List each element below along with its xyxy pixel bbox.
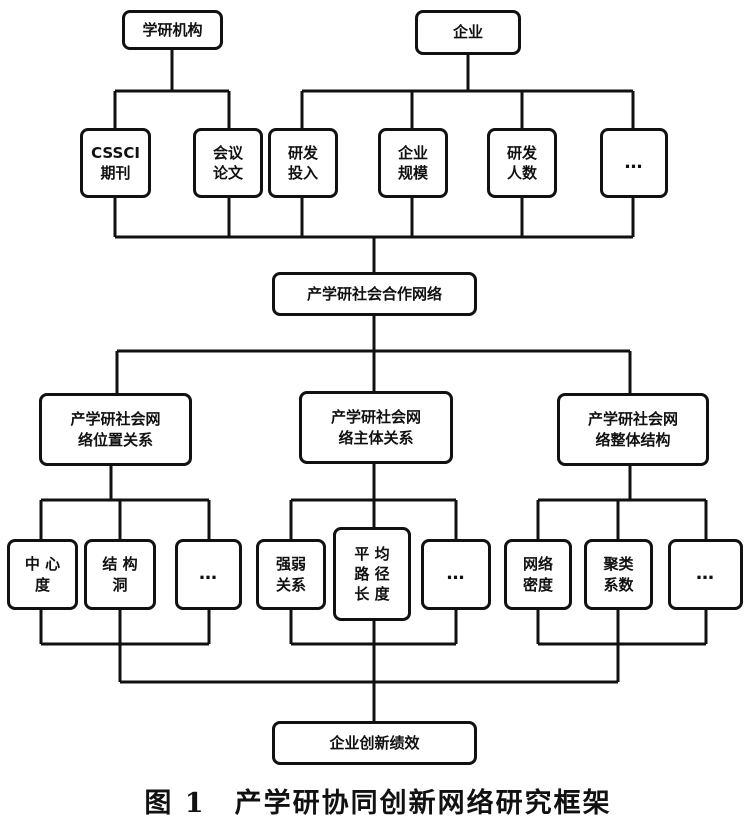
node-average-path-length: 平 均 路 径 长 度 bbox=[333, 527, 411, 621]
node-network-density: 网络 密度 bbox=[504, 539, 572, 610]
node-enterprise-scale: 企业 规模 bbox=[378, 128, 448, 198]
figure-caption: 图 1 产学研协同创新网络研究框架 bbox=[144, 788, 612, 819]
node-network-subject: 产学研社会网 络主体关系 bbox=[299, 391, 453, 464]
node-network-overall-structure: 产学研社会网 络整体结构 bbox=[557, 393, 709, 466]
node-cssci-journals: CSSCI 期刊 bbox=[80, 128, 151, 198]
node-rd-staff: 研发 人数 bbox=[487, 128, 557, 198]
node-more-position: … bbox=[175, 539, 242, 610]
node-structural-hole: 结 构 洞 bbox=[84, 539, 156, 610]
node-tie-strength: 强弱 关系 bbox=[256, 539, 326, 610]
node-enterprise: 企业 bbox=[415, 10, 521, 55]
node-conference-papers: 会议 论文 bbox=[193, 128, 263, 198]
node-innovation-performance: 企业创新绩效 bbox=[272, 721, 477, 765]
node-more-structure: … bbox=[668, 539, 743, 610]
node-more-top: … bbox=[600, 128, 668, 198]
node-centrality: 中 心 度 bbox=[7, 539, 78, 610]
node-rd-input: 研发 投入 bbox=[268, 128, 338, 198]
node-more-subject: … bbox=[421, 539, 491, 610]
node-academic-institutions: 学研机构 bbox=[122, 10, 223, 50]
node-clustering-coefficient: 聚类 系数 bbox=[584, 539, 653, 610]
node-social-cooperation-network: 产学研社会合作网络 bbox=[272, 272, 477, 316]
node-network-position: 产学研社会网 络位置关系 bbox=[39, 393, 192, 466]
